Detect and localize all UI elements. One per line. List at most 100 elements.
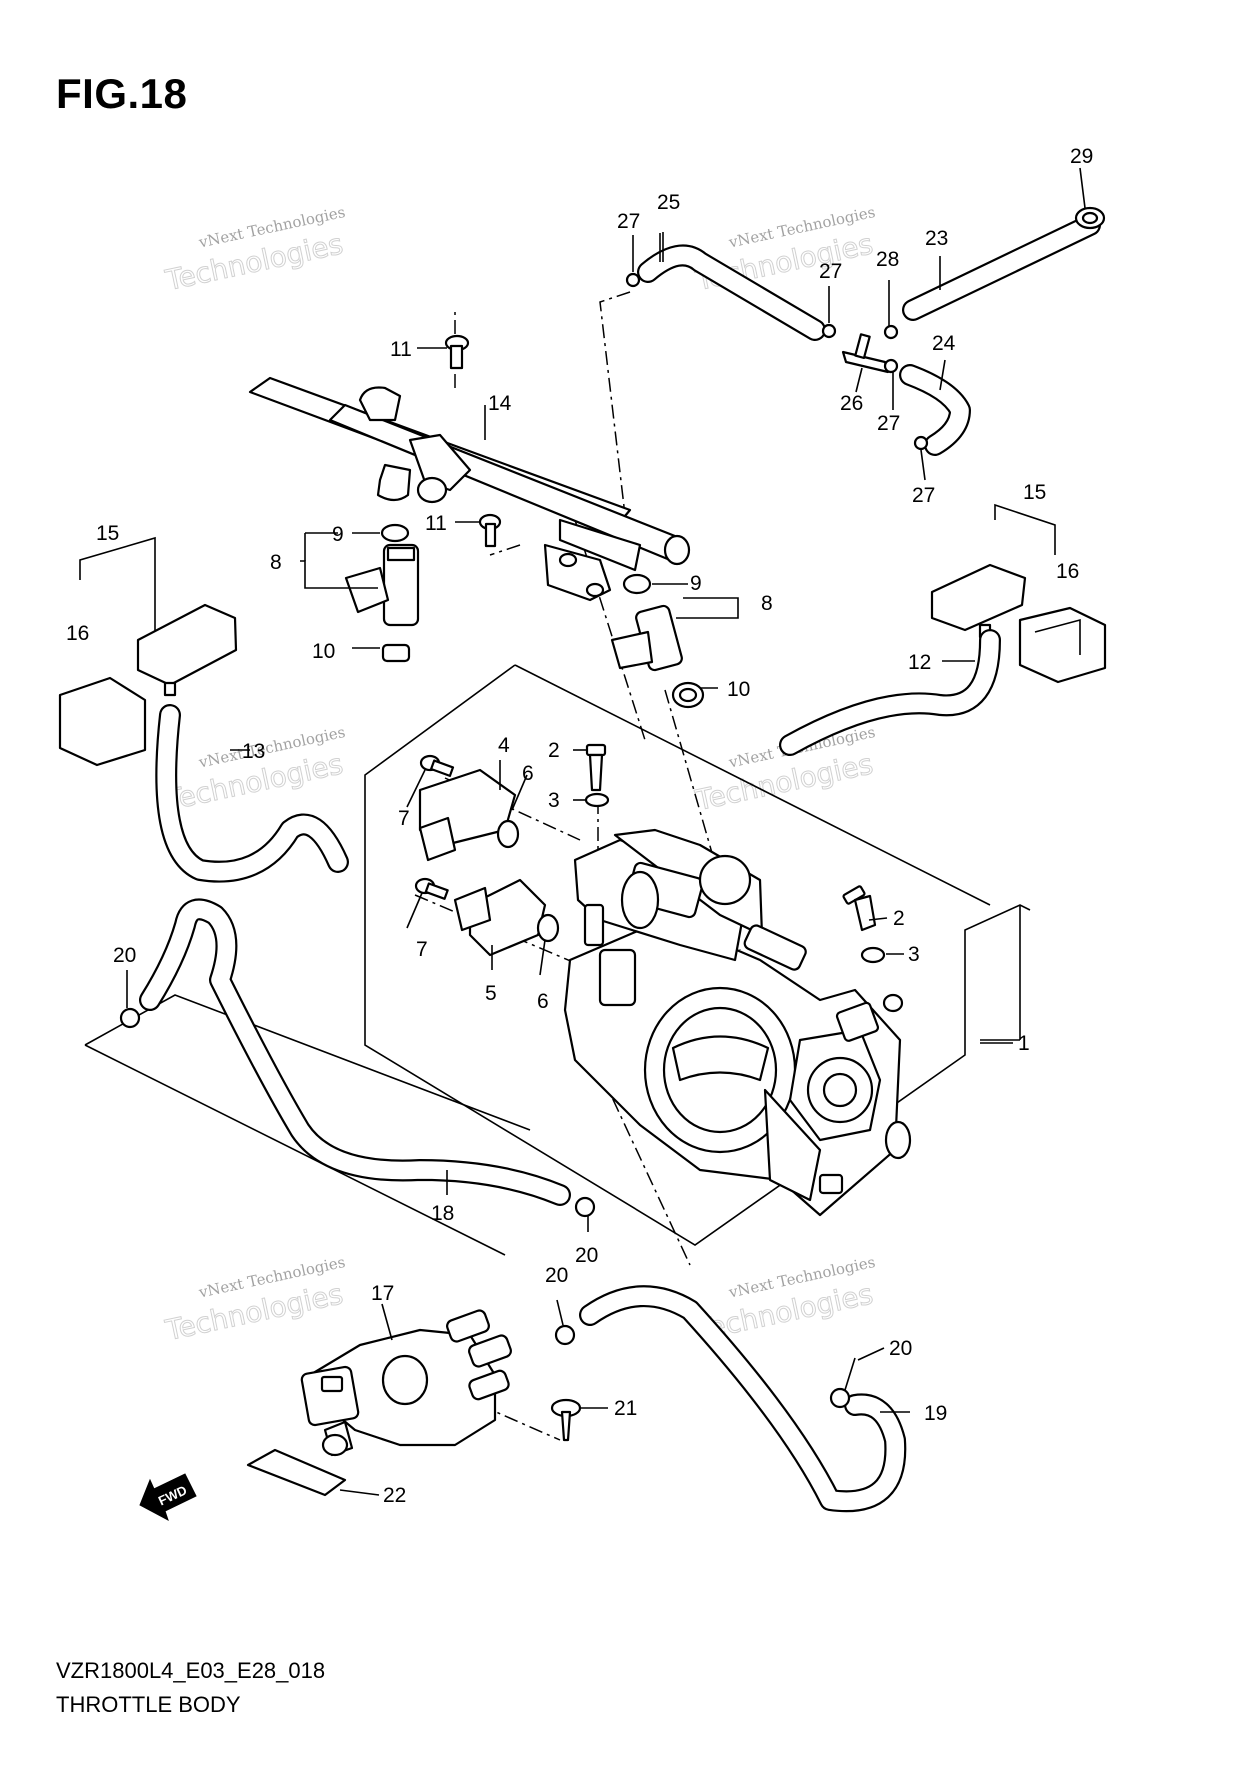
fuel-injector: [610, 604, 683, 672]
fuel-delivery-pipe: [248, 376, 691, 602]
callout-8: 8: [761, 592, 773, 615]
watermark: vNext Technologies Technologies: [162, 1253, 347, 1348]
map-sensor-15: [136, 603, 238, 697]
seal-10: [381, 643, 411, 663]
callout-10: 10: [312, 640, 335, 663]
o-ring-3: [584, 792, 610, 808]
hose-13: [155, 704, 349, 883]
clamp-20: [554, 1324, 576, 1346]
callout-10: 10: [727, 678, 750, 701]
o-ring-9: [380, 523, 410, 543]
callout-27: 27: [912, 484, 935, 507]
callout-24: 24: [932, 332, 956, 355]
callout-6: 6: [537, 990, 549, 1013]
clamp-27: [625, 272, 641, 288]
hose-group-outline: [84, 994, 531, 1131]
map-sensor-15: [930, 563, 1027, 639]
callout-4: 4: [498, 734, 510, 757]
callout-22: 22: [383, 1484, 406, 1507]
sensor-cover-16: [58, 676, 147, 767]
callout-15: 15: [96, 522, 119, 545]
callout-23: 23: [925, 227, 948, 250]
bracket-15-right: [994, 503, 1056, 555]
callout-7: 7: [398, 807, 410, 830]
callout-27: 27: [819, 260, 842, 283]
callout-9: 9: [332, 523, 344, 546]
callout-7: 7: [416, 938, 428, 961]
callout-19: 19: [924, 1402, 947, 1425]
leader-lines: [126, 167, 1086, 1496]
diagram-name: THROTTLE BODY: [56, 1692, 241, 1717]
clamp-27: [883, 358, 899, 374]
clamp-20: [119, 1007, 141, 1029]
hose-19: [579, 1285, 907, 1513]
callout-17: 17: [371, 1282, 394, 1305]
callout-3: 3: [908, 943, 920, 966]
callout-14: 14: [488, 392, 512, 415]
callout-6: 6: [522, 762, 534, 785]
hose-12: [779, 629, 1001, 756]
callout-29: 29: [1070, 145, 1093, 168]
callout-15: 15: [1023, 481, 1046, 504]
screw-21: [550, 1398, 582, 1442]
screw-7: [419, 754, 455, 777]
callout-26: 26: [840, 392, 863, 415]
clamp-29: [1074, 206, 1106, 230]
sensor-4: [418, 768, 517, 862]
pad-22: [246, 1448, 347, 1497]
callout-25: 25: [657, 191, 680, 214]
sensor-5: [453, 878, 547, 957]
clamp-28: [883, 324, 899, 340]
callout-18: 18: [431, 1202, 454, 1225]
screw-2: [585, 743, 607, 792]
callout-5: 5: [485, 982, 497, 1005]
hose-23: [902, 214, 1101, 321]
hose-18: [139, 898, 571, 1206]
callout-20: 20: [545, 1264, 568, 1287]
watermark: vNext Technologies Technologies: [162, 203, 347, 298]
idle-speed-control-17: [300, 1309, 512, 1457]
callout-16: 16: [1056, 560, 1079, 583]
callout-11: 11: [425, 512, 447, 535]
o-ring-9: [622, 573, 652, 595]
bracket-15-left: [79, 536, 156, 665]
diagram-code: VZR1800L4_E03_E28_018: [56, 1658, 326, 1683]
watermark: vNext Technologies Technologies: [162, 723, 347, 818]
t-joint-26: [841, 333, 890, 374]
callout-28: 28: [876, 248, 899, 271]
callout-9: 9: [690, 572, 702, 595]
callout-12: 12: [908, 651, 931, 674]
callout-3: 3: [548, 789, 560, 812]
o-ring-3: [860, 946, 886, 964]
callout-27: 27: [617, 210, 640, 233]
fuel-injector: [344, 543, 420, 627]
callout-8: 8: [270, 551, 282, 574]
callout-1: 1: [1018, 1032, 1030, 1055]
screw-11: [478, 513, 502, 548]
o-ring-6: [496, 819, 520, 849]
screw-11: [444, 334, 470, 370]
callout-2: 2: [893, 907, 905, 930]
callout-21: 21: [614, 1397, 637, 1420]
figure-title: FIG.18: [56, 70, 188, 117]
screw-2: [842, 885, 877, 932]
callout-20: 20: [889, 1337, 912, 1360]
clamp-27: [913, 435, 929, 451]
hose-group-outline: [84, 1044, 506, 1256]
clamp-27: [821, 323, 837, 339]
callout-2: 2: [548, 739, 560, 762]
callout-labels: 1 2 2 3 3 4 5 6 6 7 7 8 8 9 9 10 10 11 1…: [66, 145, 1093, 1507]
o-ring-6: [536, 913, 560, 943]
sensor-cover-16: [1018, 606, 1107, 684]
callout-13: 13: [242, 740, 265, 763]
callout-11: 11: [390, 338, 412, 361]
throttle-body: [563, 828, 912, 1217]
callout-16: 16: [66, 622, 89, 645]
callout-27: 27: [877, 412, 900, 435]
hose-24: [899, 364, 971, 456]
clamp-20: [829, 1387, 851, 1409]
screw-7: [414, 877, 449, 900]
fwd-direction-arrow: FWD: [139, 1473, 197, 1522]
clamp-20: [574, 1196, 596, 1218]
